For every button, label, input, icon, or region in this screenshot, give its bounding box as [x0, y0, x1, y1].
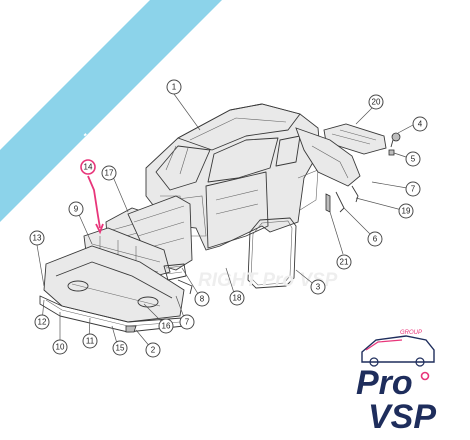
bracket-parts: [325, 185, 359, 213]
callout-7-left: 7: [179, 314, 195, 330]
callout-21: 21: [336, 254, 352, 270]
door-seal: [247, 217, 297, 289]
callout-14-label: 14: [84, 163, 93, 172]
svg-text:3: 3: [316, 283, 321, 292]
bumper-brackets: [163, 263, 193, 295]
callout-13: 13: [29, 230, 45, 246]
callout-16: 16: [158, 318, 174, 334]
svg-text:18: 18: [233, 294, 242, 303]
callout-4: 4: [412, 116, 428, 132]
callout-10: 10: [52, 339, 68, 355]
callout-3: 3: [310, 279, 326, 295]
provsp-logo: GROUP Pro VSP: [356, 330, 436, 436]
svg-text:17: 17: [105, 169, 114, 178]
svg-text:7: 7: [411, 185, 416, 194]
callout-15: 15: [112, 340, 128, 356]
car-outline-icon: [361, 335, 435, 363]
svg-text:20: 20: [372, 98, 381, 107]
svg-text:15: 15: [116, 344, 125, 353]
svg-text:9: 9: [74, 205, 79, 214]
svg-text:4: 4: [418, 120, 423, 129]
svg-text:11: 11: [86, 337, 95, 346]
logo-vsp-text: VSP: [368, 398, 436, 436]
logo-group-text: GROUP: [400, 330, 422, 336]
rear-shelf-panel: [295, 123, 387, 187]
clip-part-4: [390, 132, 401, 148]
svg-text:13: 13: [33, 234, 42, 243]
callout-6: 6: [367, 231, 383, 247]
callout-12: 12: [34, 314, 50, 330]
svg-text:19: 19: [402, 207, 411, 216]
callout-7-right: 7: [405, 181, 421, 197]
callout-1: 1: [166, 79, 182, 95]
callout-18: 18: [229, 290, 245, 306]
svg-text:12: 12: [38, 318, 47, 327]
svg-text:7: 7: [185, 318, 190, 327]
callout-11: 11: [82, 333, 98, 349]
front-bumper: [43, 245, 185, 323]
svg-text:16: 16: [162, 322, 171, 331]
callout-14-highlight: 14: [80, 159, 104, 235]
clip-part-5: [388, 149, 395, 156]
svg-text:10: 10: [56, 343, 65, 352]
callout-17: 17: [101, 165, 117, 181]
callout-2: 2: [145, 342, 161, 358]
callout-8: 8: [194, 291, 210, 307]
callout-20: 20: [368, 94, 384, 110]
svg-text:2: 2: [151, 346, 156, 355]
callout-5: 5: [405, 151, 421, 167]
svg-text:6: 6: [373, 235, 378, 244]
svg-text:8: 8: [200, 295, 205, 304]
callout-9: 9: [68, 201, 84, 217]
callout-19: 19: [398, 203, 414, 219]
svg-text:5: 5: [411, 155, 416, 164]
svg-text:21: 21: [340, 258, 349, 267]
logo-pro-text: Pro: [356, 364, 413, 402]
svg-text:1: 1: [172, 83, 177, 92]
